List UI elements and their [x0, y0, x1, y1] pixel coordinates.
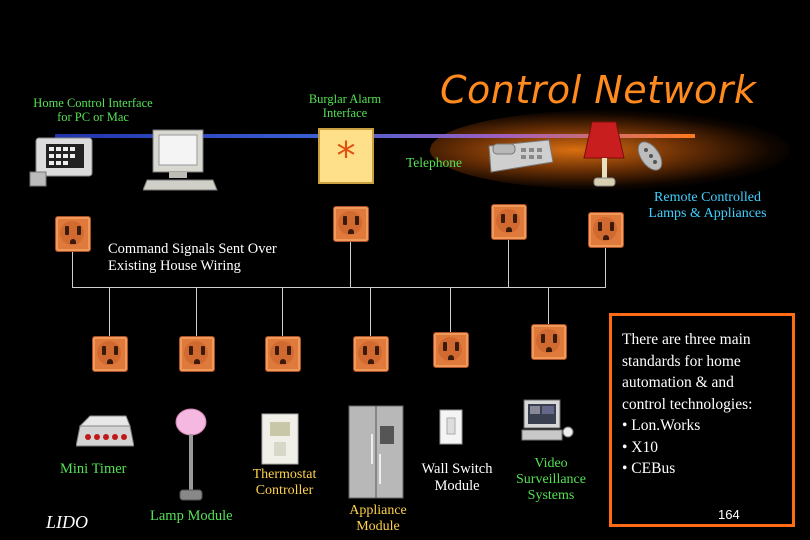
home-control-label: Home Control Interface for PC or Mac [33, 96, 153, 125]
appliance-module-label: Appliance Module [349, 503, 407, 535]
info-line: standards for home [622, 352, 741, 370]
control-network-line [55, 134, 695, 138]
house-wiring-main [72, 287, 605, 288]
outlet-icon [491, 204, 527, 240]
thermostat-label: Thermostat Controller [252, 467, 317, 499]
info-line: • CEBus [622, 460, 676, 477]
info-line: control technologies: [622, 395, 753, 413]
info-line: automation & and [622, 374, 734, 391]
info-line: There are three main [622, 331, 751, 348]
refrigerator-icon [348, 405, 404, 499]
lamp-module-icon [175, 408, 207, 501]
outlet-icon [265, 336, 301, 372]
telephone-icon [488, 139, 553, 173]
home-control-interface-icon [29, 137, 93, 187]
telephone-label: Telephone [406, 155, 463, 170]
alarm-symbol: * [336, 134, 356, 178]
outlet-icon [531, 324, 567, 360]
page-number: 164 [718, 507, 740, 522]
video-surveillance-icon [521, 399, 574, 441]
lamp-icon [583, 121, 625, 187]
remote-control-icon [637, 141, 663, 171]
mini-timer-label: Mini Timer [60, 461, 127, 477]
wall-switch-label: Wall Switch Module [421, 461, 493, 494]
wall-switch-icon [439, 409, 463, 445]
computer-icon [143, 129, 218, 191]
outlet-icon [179, 336, 215, 372]
remote-lamps-label: Remote Controlled Lamps & Appliances [648, 190, 767, 222]
burglar-alarm-icon: * [318, 128, 374, 184]
page-title: Control Network [440, 68, 757, 112]
mini-timer-icon [76, 415, 134, 447]
lamp-module-label: Lamp Module [150, 508, 233, 524]
info-line: • Lon.Works [622, 417, 701, 434]
info-line: • X10 [622, 438, 658, 456]
thermostat-icon [261, 413, 299, 465]
command-signals-label: Command Signals Sent Over Existing House… [108, 241, 277, 274]
outlet-icon [433, 332, 469, 368]
outlet-icon [55, 216, 91, 252]
outlet-icon [588, 212, 624, 248]
info-text: There are three main standards for home … [622, 329, 752, 480]
burglar-alarm-label: Burglar Alarm Interface [308, 92, 382, 121]
video-surveillance-label: Video Surveillance Systems [516, 456, 586, 504]
lido-logo-text: LIDO [46, 512, 89, 532]
outlet-icon [333, 206, 369, 242]
outlet-icon [353, 336, 389, 372]
outlet-icon [92, 336, 128, 372]
info-box [609, 313, 795, 527]
